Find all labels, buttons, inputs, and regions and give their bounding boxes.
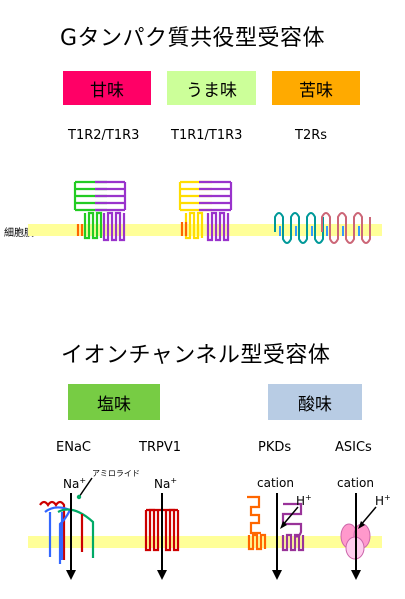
pkd-proton-pointer-icon	[280, 506, 299, 529]
sweet-receptor-icon	[73, 180, 127, 242]
bitter-label: 苦味	[299, 80, 333, 101]
trpv1-arrow-icon	[157, 493, 167, 580]
pkd-cation-label: cation	[257, 476, 294, 490]
channel-enac: ENaC	[56, 440, 91, 455]
enac-ion-label: Na+	[63, 476, 87, 491]
sour-label: 酸味	[298, 394, 332, 415]
bitter-badge: 苦味	[272, 71, 360, 105]
membrane-band-bottom	[28, 536, 382, 548]
membrane-label: 細胞膜	[4, 228, 34, 239]
receptor-t1r2-t1r3: T1R2/T1R3	[68, 128, 140, 143]
receptor-t2rs: T2Rs	[295, 128, 328, 143]
gpcr-title: Gタンパク質共役型受容体	[60, 26, 326, 51]
sweet-label: 甘味	[90, 80, 124, 101]
amiloride-pointer-icon	[76, 477, 93, 500]
sweet-badge: 甘味	[63, 71, 151, 105]
asic-arrow-icon	[351, 493, 361, 580]
enac-channel-icon	[39, 500, 95, 564]
receptor-t1r1-t1r3: T1R1/T1R3	[171, 128, 243, 143]
pkd-channel-icon	[247, 495, 305, 552]
bitter-receptor-icon	[274, 212, 371, 244]
asic-cation-label: cation	[337, 476, 374, 490]
salty-badge: 塩味	[68, 384, 160, 420]
umami-badge: うま味	[167, 71, 256, 105]
ion-channel-title: イオンチャンネル型受容体	[61, 343, 331, 368]
asic-proton-label: H+	[375, 493, 391, 508]
sour-badge: 酸味	[268, 384, 362, 420]
pkd-arrow-icon	[272, 493, 282, 580]
trpv1-ion-label: Na+	[154, 476, 178, 491]
umami-label: うま味	[186, 80, 237, 101]
umami-receptor-icon	[178, 180, 233, 242]
amiloride-label: アミロライド	[92, 469, 140, 478]
channel-asics: ASICs	[335, 440, 372, 455]
channel-trpv1: TRPV1	[139, 440, 181, 455]
asic-proton-pointer-icon	[358, 506, 377, 529]
salty-label: 塩味	[97, 394, 131, 415]
enac-arrow-icon	[66, 493, 76, 580]
pkd-proton-label: H+	[296, 493, 312, 508]
channel-pkds: PKDs	[258, 440, 292, 455]
